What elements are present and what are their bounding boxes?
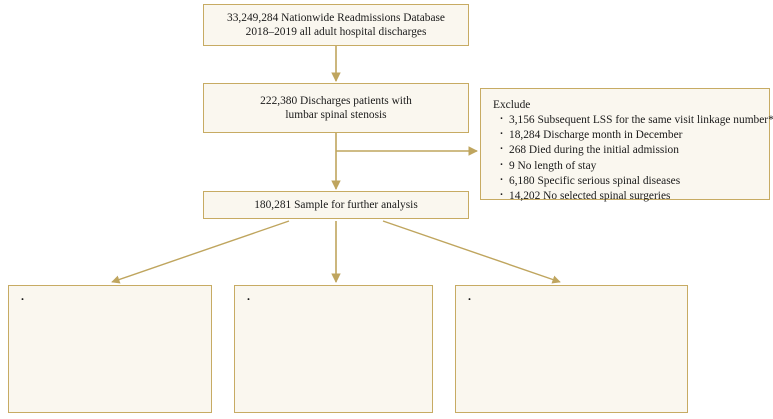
exclude-list: 3,156 Subsequent LSS for the same visit … — [493, 112, 773, 204]
node-cohort-7-and-30-day — [8, 285, 212, 413]
node-lss-line-2: lumbar spinal stenosis — [285, 109, 387, 121]
exclude-item: 6,180 Specific serious spinal diseases — [493, 173, 758, 189]
exclude-item: 9 No length of stay — [493, 158, 758, 174]
exclude-item: 18,284 Discharge month in December — [493, 127, 758, 143]
node-sample-line-1: 180,281 Sample for further analysis — [254, 198, 418, 211]
connector-sample-to-leaf-left — [111, 220, 290, 284]
node-exclusion-criteria: Exclude 3,156 Subsequent LSS for the sam… — [480, 88, 773, 203]
node-cohort-90-day — [234, 285, 433, 413]
node-source-database: 33,249,284 Nationwide Readmissions Datab… — [203, 4, 469, 46]
exclude-item: 3,156 Subsequent LSS for the same visit … — [493, 112, 773, 128]
node-source-line-1: 33,249,284 Nationwide Readmissions Datab… — [227, 11, 445, 24]
exclude-heading: Exclude — [493, 99, 531, 111]
node-source-line-2: 2018–2019 all adult hospital discharges — [245, 26, 427, 38]
exclude-item: 268 Died during the initial admission — [493, 142, 758, 158]
node-final-sample: 180,281 Sample for further analysis — [203, 191, 469, 219]
node-lss-line-1: 222,380 Discharges patients with — [260, 94, 412, 107]
node-cohort-180-day — [455, 285, 688, 413]
exclude-item: 14,202 No selected spinal surgeries — [493, 188, 758, 204]
connector-sample-to-leaf-right — [382, 220, 561, 284]
node-lumbar-spinal-stenosis: 222,380 Discharges patients with lumbar … — [203, 83, 469, 133]
